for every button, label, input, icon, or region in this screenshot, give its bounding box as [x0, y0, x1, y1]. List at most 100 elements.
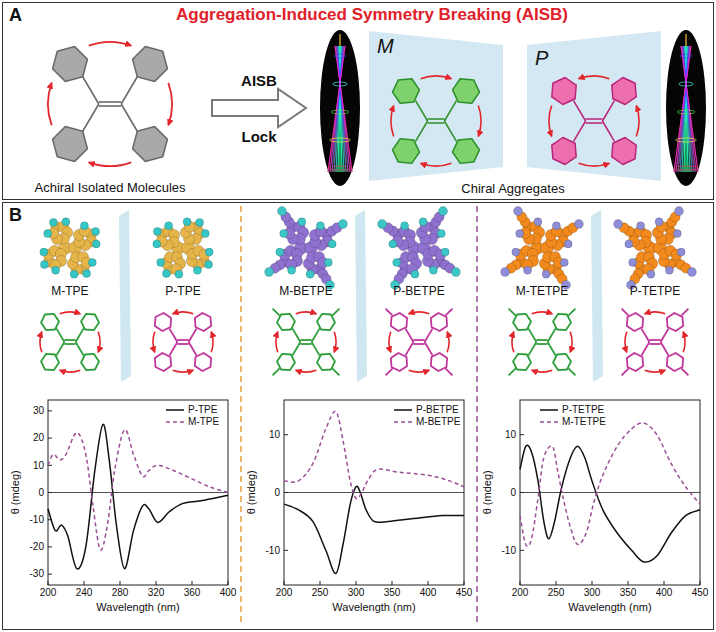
tick-label: -30 [30, 568, 44, 580]
transform-arrow [212, 89, 306, 127]
panel-frame: AMP [2, 2, 714, 200]
atom-sphere [316, 222, 324, 230]
phenyl-ring [317, 354, 335, 370]
space-filling-model [378, 207, 461, 290]
phenyl-ring [155, 353, 171, 371]
atom-sphere [451, 268, 460, 277]
rotation-arrow [579, 163, 610, 166]
plot-frame [520, 400, 700, 585]
mirror-plane [119, 210, 131, 382]
rotation-arrow [570, 332, 572, 353]
atom-sphere [80, 222, 88, 230]
tick-label: 200 [40, 587, 57, 599]
single-bond [425, 328, 433, 342]
atom-sphere [647, 270, 655, 278]
atom-sphere [524, 266, 532, 274]
caption-label: Chiral Aggregates [461, 182, 564, 197]
atom-sphere [265, 268, 274, 277]
tower-ring [334, 54, 345, 58]
axis-title: Wavelength (nm) [96, 601, 179, 614]
molecule-sketch [393, 79, 480, 163]
cd-curve [520, 423, 700, 547]
single-bond [56, 342, 64, 356]
figure-title: Aggregation-Induced Symmetry Breaking (A… [176, 5, 568, 25]
tick-label: 350 [620, 587, 637, 599]
panel-letter: P [535, 47, 548, 70]
single-bond [661, 342, 669, 356]
tower-ring [328, 166, 352, 170]
atom-sphere [419, 218, 427, 226]
column-divider [476, 206, 478, 626]
zero-line [520, 492, 700, 493]
tick-mark [48, 410, 52, 411]
tick-label: 200 [512, 587, 529, 599]
phenyl-ring [453, 79, 480, 103]
single-bond [574, 101, 586, 121]
tower-ellipse [320, 30, 360, 186]
atom-sphere [378, 220, 387, 229]
single-bond [76, 328, 84, 342]
phenyl-ring [612, 138, 636, 165]
tick-mark [556, 581, 557, 585]
axis-title: θ (mdeg) [245, 470, 258, 514]
substituent [273, 368, 280, 375]
substituent [681, 368, 688, 375]
atom-sphere [40, 261, 48, 269]
atom-sphere [687, 268, 696, 277]
phenyl-ring [453, 139, 480, 163]
rotation-arrow [168, 83, 172, 125]
single-bond [312, 328, 320, 342]
tick-mark [192, 581, 193, 585]
legend-label: M-TPE [188, 416, 219, 428]
substituent [509, 309, 516, 316]
single-bond [405, 328, 413, 342]
double-bond [586, 118, 603, 120]
rotation-arrow [532, 312, 553, 314]
phenyl-ring [195, 313, 211, 331]
space-filling-model [501, 207, 584, 290]
axis-title: θ (mdeg) [481, 470, 494, 514]
cd-curve [284, 411, 464, 498]
phenyl-ring [393, 139, 420, 163]
single-bond [444, 101, 456, 121]
atom-sphere [560, 258, 568, 266]
atom-sphere [153, 227, 161, 235]
mirror-plane [355, 210, 367, 382]
tick-mark [284, 550, 288, 551]
phenyl-ring [81, 354, 99, 370]
tick-label: 30 [33, 405, 44, 417]
tower-strut [681, 46, 698, 172]
atom-sphere [306, 270, 314, 278]
atom-sphere [201, 230, 209, 238]
tick-label: 300 [584, 587, 601, 599]
atom-sphere [328, 240, 336, 248]
cd-curve [48, 430, 228, 550]
phenyl-ring [53, 47, 88, 82]
single-bond [312, 342, 320, 356]
double-bond [536, 339, 547, 341]
tick-mark [48, 546, 52, 547]
phenyl-ring [627, 313, 643, 331]
single-bond [76, 342, 84, 356]
single-bond [425, 342, 433, 356]
space-filling-model [265, 207, 348, 290]
tick-mark [356, 581, 357, 585]
enantiomer-label: P-TPE [165, 285, 200, 299]
tick-label: 0 [510, 487, 516, 499]
cd-curve [48, 424, 228, 569]
rotation-arrow [391, 106, 394, 137]
double-bond [64, 343, 75, 345]
rotation-arrow [60, 370, 81, 372]
single-bond [169, 342, 177, 356]
tower-ring [330, 138, 351, 142]
tower-strut [682, 46, 696, 172]
rotation-arrow [478, 106, 481, 137]
phenyl-ring [277, 314, 295, 330]
tower-ring [331, 110, 349, 114]
double-bond [99, 101, 121, 103]
single-bond [56, 328, 64, 342]
tick-label: 10 [33, 460, 44, 472]
arrow-label: Lock [242, 128, 277, 145]
legend-sample [166, 421, 184, 423]
